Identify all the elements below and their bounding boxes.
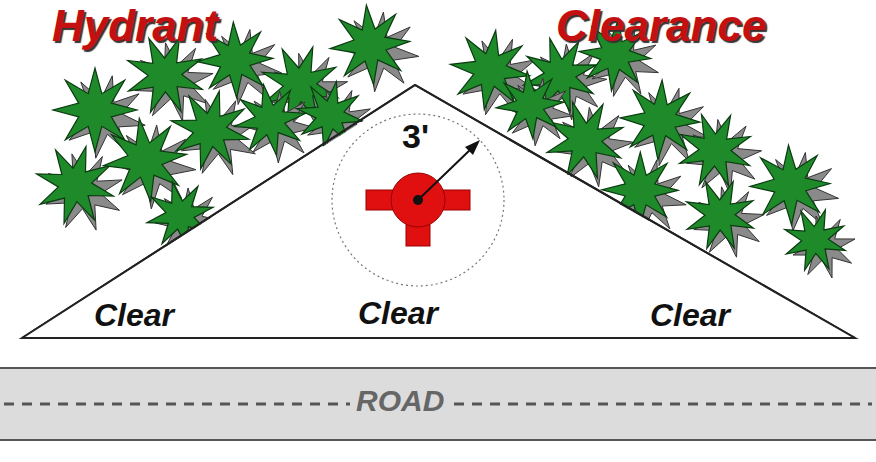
bush: [750, 145, 830, 225]
road-edge: [0, 367, 876, 369]
title-word: Clearance: [556, 2, 766, 50]
bush: [687, 182, 754, 249]
radius-line: [418, 148, 472, 200]
zone-label: Clear: [358, 296, 438, 331]
clear-zone: [24, 88, 853, 337]
bush: [496, 71, 564, 139]
zone-label: Clear: [94, 298, 174, 333]
title-word: Hydrant: [52, 2, 218, 50]
bush: [235, 85, 306, 156]
road-label: ROAD: [350, 384, 450, 417]
bush: [785, 210, 846, 271]
radius-arrowhead: [465, 140, 480, 155]
road-edge: [0, 439, 876, 441]
clearance-edge: [415, 85, 855, 338]
bush: [680, 115, 751, 186]
dimension: 3': [402, 118, 429, 155]
bush: [37, 147, 114, 224]
clearance-edge: [22, 337, 855, 339]
road-surface: [0, 368, 876, 440]
bush: [620, 80, 700, 160]
clearance-triangle: [22, 85, 855, 338]
clearance-edge: [22, 85, 415, 338]
bush: [330, 5, 410, 85]
bush: [171, 91, 249, 169]
clearance-circle: [332, 114, 504, 286]
zone-label: Clear: [650, 298, 730, 333]
